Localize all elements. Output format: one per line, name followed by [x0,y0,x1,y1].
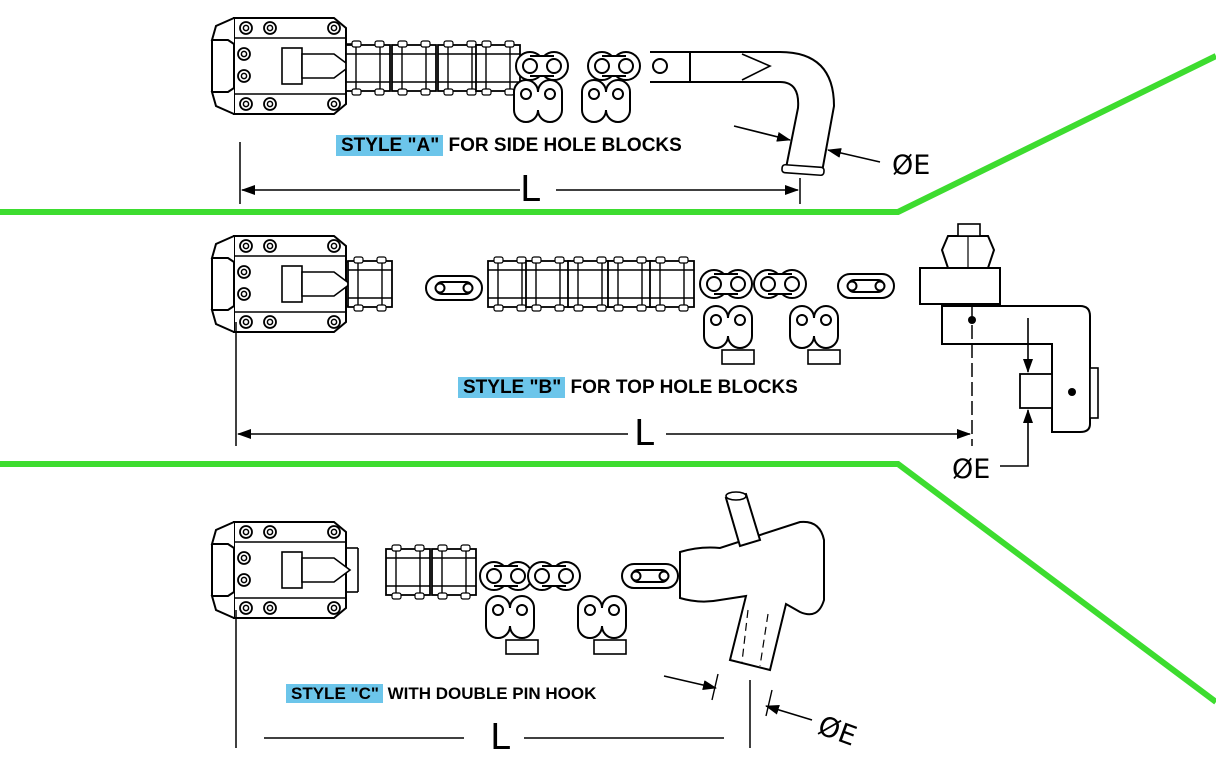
style-c-description: WITH DOUBLE PIN HOOK [382,684,597,703]
style-c-assembly [212,491,825,672]
diameter-leader-arrow [711,673,719,701]
divider-line [0,461,1216,705]
style-c-length-label: L [490,717,511,758]
style-b-length-label: L [634,413,655,454]
style-a-caption: STYLE "A" FOR SIDE HOLE BLOCKS [336,134,682,158]
style-b-description: FOR TOP HOLE BLOCKS [565,377,798,398]
divider-line [0,53,1216,215]
style-b-assembly [212,223,1099,433]
style-b-diameter-label: ØE [952,454,991,485]
style-b-caption: STYLE "B" FOR TOP HOLE BLOCKS [458,376,798,400]
style-c-label: STYLE "C" [286,684,383,703]
style-a-label: STYLE "A" [336,135,444,156]
diameter-leader-arrow [1000,409,1033,467]
style-a-description: FOR SIDE HOLE BLOCKS [443,135,682,156]
style-c-caption: STYLE "C" WITH DOUBLE PIN HOOK [286,682,596,706]
diameter-leader-arrow [765,689,773,717]
style-a-length-label: L [520,169,541,210]
style-b-label: STYLE "B" [458,377,566,398]
diameter-leader-arrow [663,675,717,690]
diameter-leader-arrow [827,148,881,163]
diameter-leader-arrow [733,125,791,142]
style-a-assembly [212,18,836,177]
style-a-diameter-label: ØE [892,150,931,181]
diameter-leader-arrow [765,705,813,721]
